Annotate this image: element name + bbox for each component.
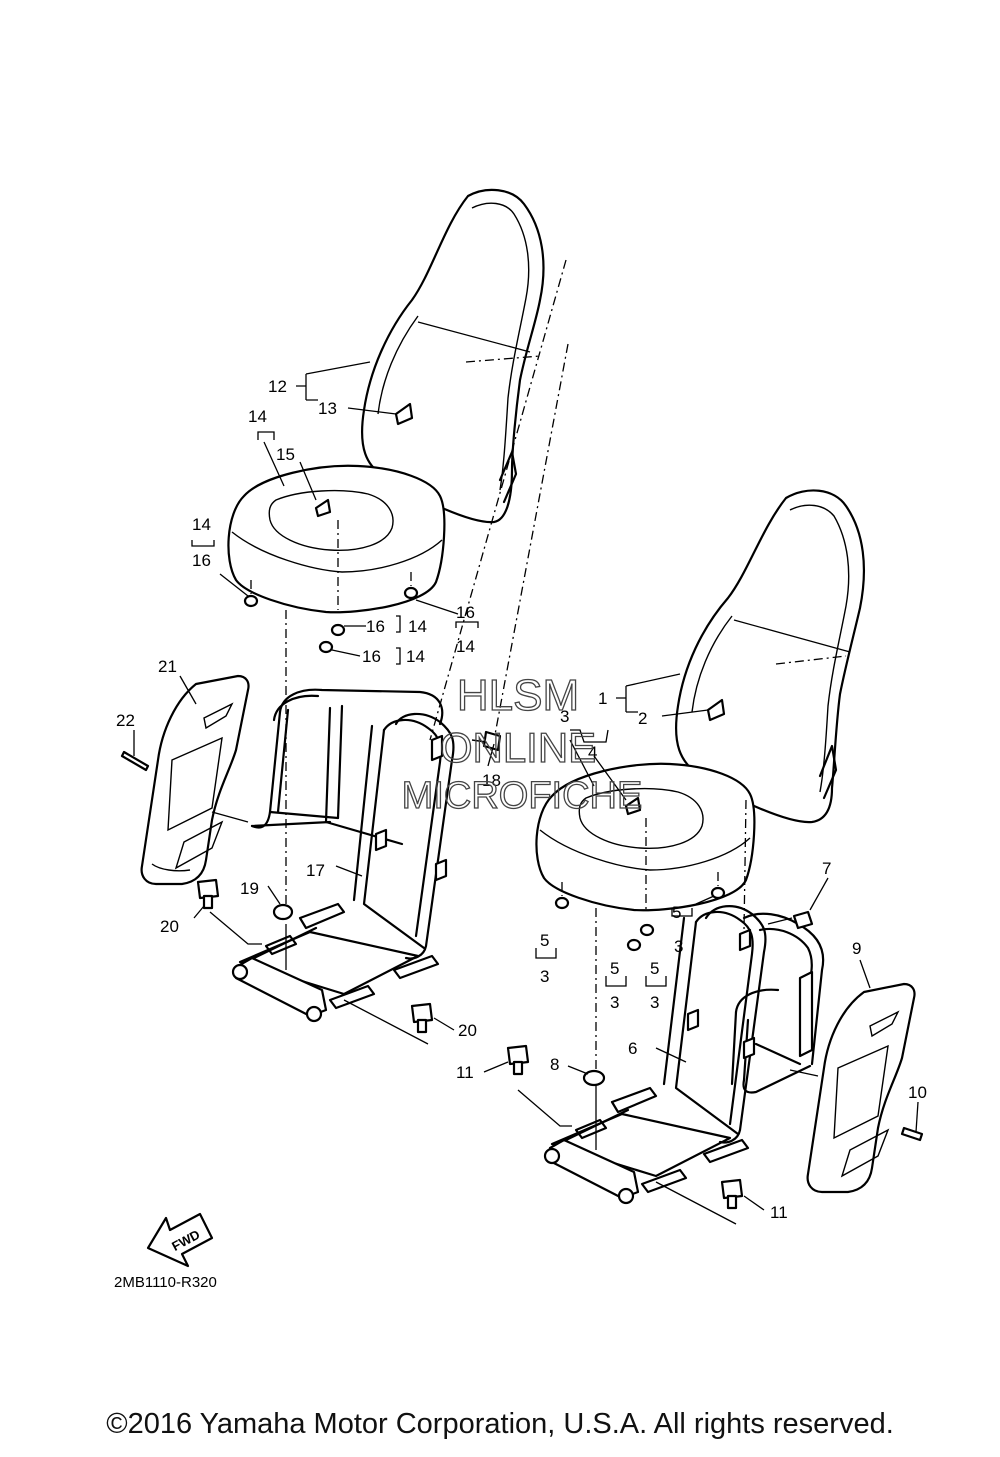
callout-14d: 14: [408, 617, 427, 636]
watermark-line-2: ONLINE: [440, 724, 596, 771]
callout-3e: 3: [650, 993, 659, 1012]
callout-16d: 16: [362, 647, 381, 666]
copyright-notice: ©2016 Yamaha Motor Corporation, U.S.A. A…: [106, 1408, 894, 1440]
callout-20b: 20: [458, 1021, 477, 1040]
callout-2: 2: [638, 709, 647, 728]
callout-7: 7: [822, 859, 831, 878]
left-seat-frame: [209, 688, 455, 1045]
callout-21: 21: [158, 657, 177, 676]
right-side-panel: [789, 982, 916, 1194]
callout-5b: 5: [540, 931, 549, 950]
callout-5d: 5: [650, 959, 659, 978]
right-seat-frame: [517, 905, 825, 1225]
callout-5c: 5: [610, 959, 619, 978]
callout-numbers: 12 13 14 15 14 16 16 14 16 14 16 14 21 2…: [116, 377, 927, 1222]
callout-22: 22: [116, 711, 135, 730]
watermark-line-1: HLSM: [457, 671, 579, 720]
left-seat-backrest: [360, 188, 545, 524]
callout-14a: 14: [248, 407, 267, 426]
callout-12: 12: [268, 377, 287, 396]
callout-3b: 3: [674, 937, 683, 956]
right-cushion-grommets: [554, 872, 726, 952]
fwd-arrow: FWD: [146, 1212, 214, 1268]
callout-4: 4: [588, 743, 597, 762]
callout-10: 10: [908, 1083, 927, 1102]
callout-14e: 14: [406, 647, 425, 666]
callout-11a: 11: [456, 1063, 474, 1082]
callout-18: 18: [482, 771, 501, 790]
callout-15: 15: [276, 445, 295, 464]
watermark: HLSM ONLINE MICROFICHE: [401, 670, 643, 817]
callout-9: 9: [852, 939, 861, 958]
callout-13: 13: [318, 399, 337, 418]
drawing-code: 2MB1110-R320: [114, 1274, 217, 1291]
left-seat-cushion: [227, 464, 446, 912]
callout-6: 6: [628, 1039, 637, 1058]
left-side-panel: [140, 674, 250, 886]
callout-3d: 3: [610, 993, 619, 1012]
callout-14c: 14: [456, 637, 475, 656]
callout-3c: 3: [540, 967, 549, 986]
left-cushion-grommets: [243, 572, 419, 654]
callout-1: 1: [598, 689, 607, 708]
callout-17: 17: [306, 861, 325, 880]
callout-leaders: [133, 361, 919, 1211]
watermark-line-3: MICROFICHE: [402, 775, 643, 817]
callout-16a: 16: [192, 551, 211, 570]
left-assembly-guide-2: [429, 259, 567, 741]
left-fasteners: [120, 730, 502, 1034]
callout-11b: 11: [770, 1203, 788, 1222]
callout-20a: 20: [160, 917, 179, 936]
callout-19: 19: [240, 879, 259, 898]
callout-16c: 16: [366, 617, 385, 636]
callout-5a: 5: [672, 903, 681, 922]
right-seat-backrest: [674, 489, 865, 824]
callout-3a: 3: [560, 707, 569, 726]
callout-14b: 14: [192, 515, 211, 534]
callout-8: 8: [550, 1055, 559, 1074]
callout-16b: 16: [456, 603, 475, 622]
